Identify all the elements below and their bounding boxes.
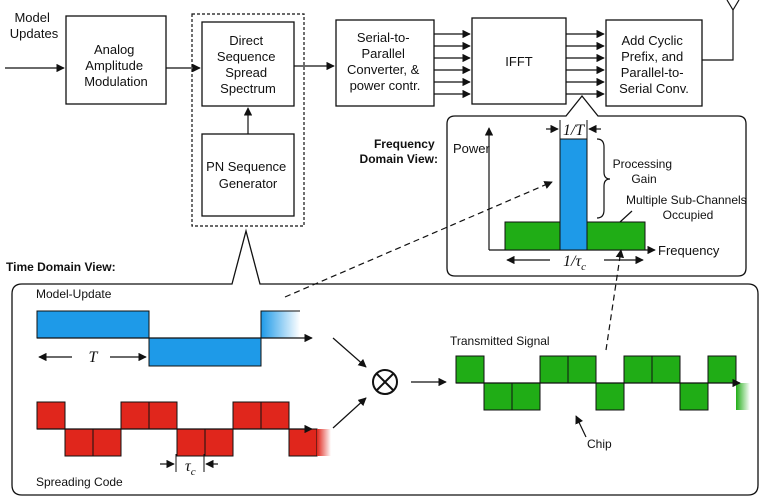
spreading-chip	[176, 428, 206, 457]
analog-modulation-label: Analog Amplitude Modulation	[84, 42, 148, 89]
spreading-chip	[232, 401, 262, 430]
processing-gain-brace	[596, 138, 611, 219]
processing-gain-label: Processing Gain	[613, 157, 676, 186]
chip-pointer-arrow	[575, 415, 587, 438]
inv-t-label: 1/T	[563, 122, 585, 139]
transmitted-chip	[567, 355, 597, 384]
spreading-chip	[148, 401, 178, 430]
sub-channels-label: Multiple Sub-Channels Occupied	[626, 193, 750, 222]
narrowband-spectrum-bar	[559, 138, 588, 251]
spreading-code-waveform	[36, 401, 331, 457]
dsss-label: Direct Sequence Spread Spectrum	[217, 33, 279, 96]
spreading-chip	[36, 401, 66, 430]
spreading-chip	[260, 401, 290, 430]
inv-tau-label: 1/τc	[563, 253, 586, 273]
model-update-pulse-1	[36, 310, 150, 339]
block-chain: Model Updates Analog Amplitude Modulatio…	[5, 0, 740, 227]
ifft-block	[471, 17, 567, 105]
frequency-axis-label: Frequency	[658, 243, 720, 258]
analog-modulation-block	[65, 15, 167, 105]
transmitted-signal-waveform	[455, 355, 750, 411]
input-label: Model Updates	[10, 10, 59, 41]
ifft-label: IFFT	[505, 54, 532, 69]
spreading-chip	[92, 428, 122, 457]
transmitted-to-spectrum-dashed-arrow	[605, 249, 625, 351]
model-update-pulse-3	[261, 311, 300, 338]
dsss-block	[201, 21, 295, 107]
s2p-to-ifft-arrows	[434, 29, 471, 99]
serial-to-parallel-block	[335, 19, 435, 107]
pn-generator-block	[201, 133, 295, 217]
cyclic-prefix-block	[605, 19, 703, 107]
pn-generator-label: PN Sequence Generator	[206, 159, 290, 191]
power-axis-label: Power	[453, 141, 491, 156]
antenna-icon	[702, 0, 740, 61]
transmitted-chip	[511, 382, 541, 411]
transmitted-chip	[623, 355, 653, 384]
chip-label: Chip	[587, 437, 612, 451]
transmitted-chip-fade	[736, 383, 750, 410]
transmitted-chip	[595, 382, 625, 411]
transmitted-chip	[651, 355, 681, 384]
period-label: T	[89, 349, 99, 366]
spreading-chip	[120, 401, 150, 430]
model-update-waveform	[36, 310, 313, 367]
sub-channels-pointer	[619, 210, 633, 223]
transmitted-chip	[679, 382, 709, 411]
transmitted-chip	[539, 355, 569, 384]
time-view-title: Time Domain View:	[6, 260, 116, 274]
frequency-domain-view: Frequency Domain View: Power Frequency 1…	[360, 94, 750, 277]
model-update-pulse-2	[148, 337, 262, 367]
time-domain-view: Time Domain View: Model-Update T τc Spre…	[6, 228, 759, 496]
ifft-to-cp-arrows	[566, 29, 605, 99]
serial-to-parallel-label: Serial-to- Parallel Converter, & power c…	[347, 30, 423, 93]
transmitted-chip	[707, 355, 737, 384]
model-to-multiplier-arrow	[332, 337, 367, 368]
spreading-code-label: Spreading Code	[36, 475, 123, 489]
time-to-frequency-dashed-arrow	[284, 181, 553, 298]
frequency-view-title: Frequency Domain View:	[360, 137, 438, 166]
spreading-chip-fade	[317, 429, 331, 456]
transmitted-chip	[483, 382, 513, 411]
spreading-chip	[64, 428, 94, 457]
cyclic-prefix-label: Add Cyclic Prefix, and Parallel-to- Seri…	[619, 33, 689, 96]
spreading-enclosure	[191, 13, 305, 227]
transmitted-signal-label: Transmitted Signal	[450, 334, 550, 348]
model-update-label: Model-Update	[36, 287, 112, 301]
chip-duration-label: τc	[185, 458, 196, 478]
transmitted-chip	[455, 355, 485, 384]
spreading-chip	[288, 428, 318, 457]
code-to-multiplier-arrow	[332, 397, 367, 429]
spreading-chip	[204, 428, 234, 457]
multiply-icon	[372, 369, 398, 395]
